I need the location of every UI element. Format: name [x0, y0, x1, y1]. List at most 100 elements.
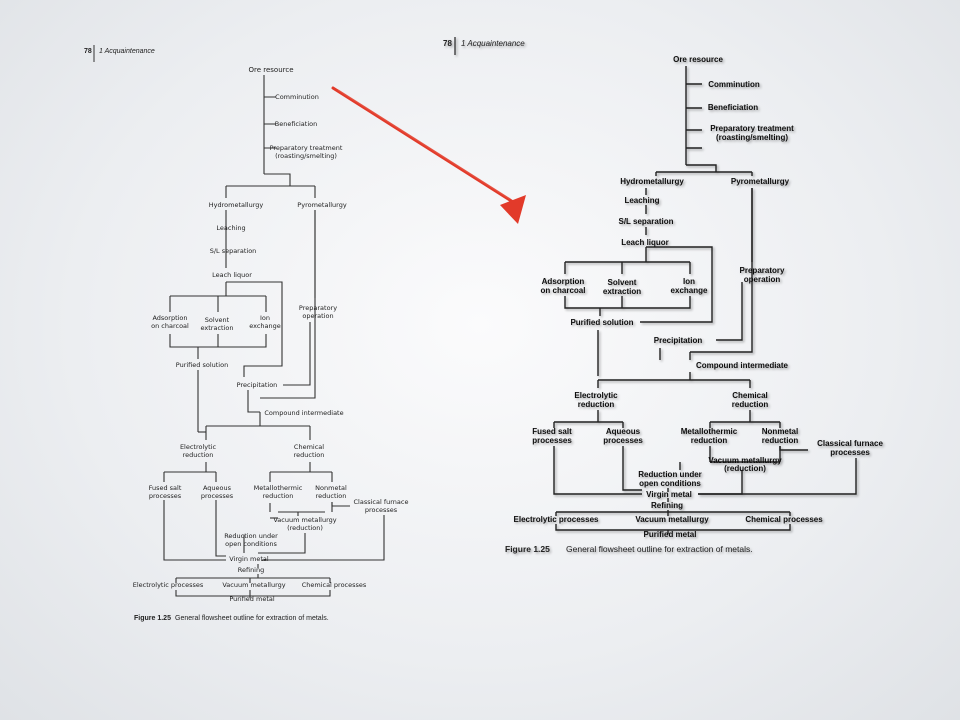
right-flowsheet-lines: [553, 66, 857, 534]
right-aqueous-2: processes: [603, 436, 643, 445]
right-caption-text: General flowsheet outline for extraction…: [566, 544, 753, 554]
right-reduction-open-1: Reduction under: [638, 470, 702, 479]
left-compound-intermediate: Compound intermediate: [264, 409, 343, 417]
right-classical-1: Classical furnace: [817, 439, 883, 448]
right-aqueous-1: Aqueous: [606, 427, 641, 436]
left-electrolytic-2: reduction: [183, 451, 214, 459]
right-virgin-metal: Virgin metal: [646, 490, 692, 499]
left-aqueous-1: Aqueous: [203, 484, 232, 492]
left-prep-operation-1: Preparatory: [299, 304, 337, 312]
left-leach-liquor: Leach liquor: [212, 271, 252, 279]
right-chemical-2: reduction: [732, 400, 769, 409]
left-nonmetal-2: reduction: [316, 492, 347, 500]
left-solvent-2: extraction: [201, 324, 234, 332]
right-adsorption-2: on charcoal: [541, 286, 586, 295]
right-purified-solution: Purified solution: [570, 318, 633, 327]
left-vacuum-metallurgy: Vacuum metallurgy: [222, 581, 285, 589]
right-fused-salt-1: Fused salt: [532, 427, 572, 436]
original-figure: 78 1 Acquaintenance: [84, 45, 408, 622]
left-metallothermic-1: Metallothermic: [254, 484, 303, 492]
right-comminution: Comminution: [708, 80, 760, 89]
left-flowsheet-lines: [163, 75, 385, 598]
left-solvent-1: Solvent: [205, 316, 230, 324]
left-page-number: 78: [84, 48, 92, 55]
left-precipitation: Precipitation: [237, 381, 278, 389]
left-metallothermic-2: reduction: [263, 492, 294, 500]
left-vacuum-reduction-2: (reduction): [287, 524, 323, 532]
left-purified-metal: Purified metal: [229, 595, 275, 603]
left-ion-1: Ion: [260, 314, 270, 322]
left-virgin-metal: Virgin metal: [229, 555, 269, 563]
red-arrow: [331, 86, 526, 224]
right-vacuum-reduction-2: (reduction): [724, 464, 766, 473]
left-sl-separation: S/L separation: [210, 247, 257, 255]
right-reduction-open-2: open conditions: [639, 479, 701, 488]
right-caption-label: Figure 1.25: [505, 544, 550, 554]
left-adsorption-2: on charcoal: [151, 322, 189, 330]
right-adsorption-1: Adsorption: [542, 277, 585, 286]
right-compound-intermediate: Compound intermediate: [696, 361, 789, 370]
left-reduction-open-1: Reduction under: [224, 532, 278, 540]
left-prep-operation-2: operation: [302, 312, 333, 320]
left-classical-1: Classical furnace: [354, 498, 409, 506]
left-refining: Refining: [238, 566, 265, 574]
right-sl-separation: S/L separation: [619, 217, 674, 226]
right-nonmetal-2: reduction: [762, 436, 799, 445]
left-reduction-open-2: open conditions: [225, 540, 277, 548]
right-metallothermic-2: reduction: [691, 436, 728, 445]
left-chemical-2: reduction: [294, 451, 325, 459]
left-flowsheet-labels: Ore resource Comminution Beneficiation P…: [133, 66, 409, 603]
right-pyrometallurgy: Pyrometallurgy: [731, 177, 790, 186]
left-adsorption-1: Adsorption: [152, 314, 187, 322]
right-running-title: 1 Acquaintenance: [461, 39, 525, 48]
left-pyrometallurgy: Pyrometallurgy: [297, 201, 347, 209]
left-chemical-1: Chemical: [294, 443, 324, 451]
right-leaching: Leaching: [624, 196, 659, 205]
right-electrolytic-processes: Electrolytic processes: [514, 515, 599, 524]
right-vacuum-metallurgy: Vacuum metallurgy: [635, 515, 709, 524]
right-precipitation: Precipitation: [654, 336, 703, 345]
left-comminution: Comminution: [275, 93, 319, 101]
left-vacuum-reduction-1: Vacuum metallurgy: [273, 516, 336, 524]
right-electrolytic-2: reduction: [578, 400, 615, 409]
left-purified-solution: Purified solution: [176, 361, 228, 369]
left-preparatory-treatment-1: Preparatory treatment: [270, 144, 343, 152]
right-chemical-processes: Chemical processes: [745, 515, 823, 524]
left-fused-salt-1: Fused salt: [149, 484, 182, 492]
left-electrolytic-processes: Electrolytic processes: [133, 581, 204, 589]
redrawn-figure: 78 1 Acquaintenance: [443, 37, 883, 554]
left-nonmetal-1: Nonmetal: [315, 484, 347, 492]
left-leaching: Leaching: [216, 224, 245, 232]
right-electrolytic-1: Electrolytic: [574, 391, 618, 400]
right-prep-operation-1: Preparatory: [740, 266, 785, 275]
right-hydrometallurgy: Hydrometallurgy: [620, 177, 684, 186]
left-ion-2: exchange: [249, 322, 281, 330]
left-caption-text: General flowsheet outline for extraction…: [175, 615, 329, 622]
right-solvent-2: extraction: [603, 287, 641, 296]
right-ore-resource: Ore resource: [673, 55, 723, 64]
right-beneficiation: Beneficiation: [708, 103, 758, 112]
left-caption-label: Figure 1.25: [134, 615, 171, 622]
right-solvent-1: Solvent: [608, 278, 637, 287]
left-electrolytic-1: Electrolytic: [180, 443, 217, 451]
right-flowsheet-labels: Ore resource Comminution Beneficiation P…: [514, 55, 884, 539]
right-metallothermic-1: Metallothermic: [681, 427, 738, 436]
left-ore-resource: Ore resource: [248, 66, 293, 74]
right-refining: Refining: [651, 501, 683, 510]
left-hydrometallurgy: Hydrometallurgy: [209, 201, 264, 209]
right-classical-2: processes: [830, 448, 870, 457]
right-nonmetal-1: Nonmetal: [762, 427, 798, 436]
right-leach-liquor: Leach liquor: [621, 238, 669, 247]
left-beneficiation: Beneficiation: [275, 120, 318, 128]
left-preparatory-treatment-2: (roasting/smelting): [275, 152, 337, 160]
right-ion-1: Ion: [683, 277, 695, 286]
left-running-title: 1 Acquaintenance: [99, 48, 155, 55]
right-page-number: 78: [443, 39, 452, 48]
left-fused-salt-2: processes: [149, 492, 182, 500]
right-vacuum-reduction-1: Vacuum metallurgy: [708, 456, 782, 465]
right-purified-metal: Purified metal: [644, 530, 697, 539]
right-preparatory-treatment-1: Preparatory treatment: [710, 124, 794, 133]
left-chemical-processes: Chemical processes: [302, 581, 367, 589]
left-aqueous-2: processes: [201, 492, 234, 500]
